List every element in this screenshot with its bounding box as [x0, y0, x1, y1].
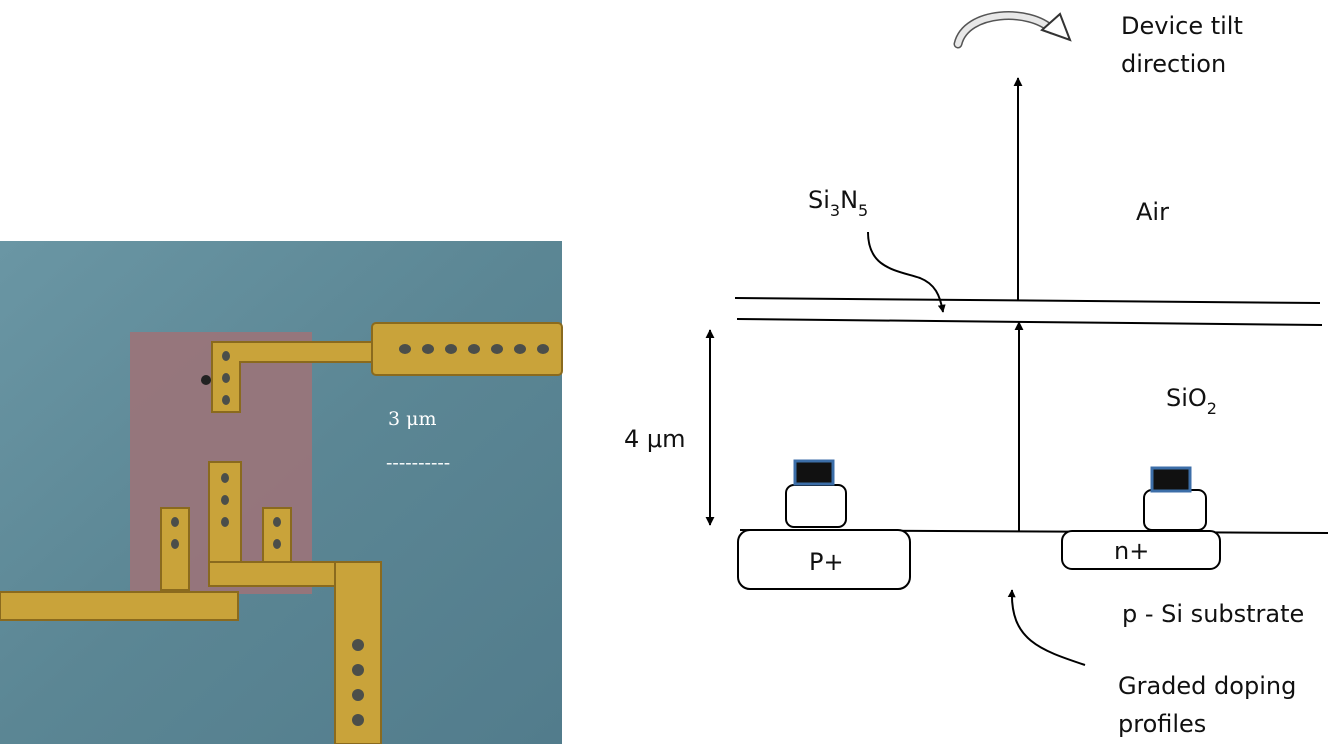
cross-section: [705, 77, 1329, 666]
tilt-label-line2: direction: [1121, 50, 1226, 78]
microscope-photo: 3 μm ----------: [0, 241, 563, 744]
tilt-label-line1: Device tilt: [1121, 12, 1243, 40]
metal-vias: [171, 344, 549, 726]
nitride-top-line: [734, 297, 1321, 304]
metal-traces: [0, 322, 563, 744]
photo-scale-label: 3 μm: [388, 408, 437, 430]
nitride-bottom-line: [736, 318, 1323, 326]
dust-particle: [201, 375, 211, 385]
metal-contact-upper: [211, 341, 373, 413]
photo-scale-bar: ----------: [386, 452, 450, 474]
p-contact-pad: [793, 459, 835, 486]
n-contact-pad: [1150, 466, 1192, 493]
nitride-pointer-arrow: [867, 231, 946, 313]
graded-label-line2: profiles: [1118, 710, 1206, 738]
p-plus-label: P+: [809, 548, 844, 576]
oxide-label: SiO2: [1166, 384, 1217, 418]
n-plus-region: [1061, 530, 1221, 570]
n-contact-block: [1143, 489, 1207, 531]
n-plus-label: n+: [1114, 537, 1149, 565]
graded-doping-pointer-arrow: [1007, 589, 1086, 666]
p-plus-region: [737, 529, 911, 590]
p-contact-block: [785, 484, 847, 528]
substrate-label: p - Si substrate: [1122, 600, 1304, 628]
nitride-label: Si3N5: [808, 186, 868, 220]
metal-bus-bottom: [334, 561, 382, 744]
tilt-rotation-icon: [953, 11, 1072, 49]
thickness-label: 4 μm: [624, 425, 686, 453]
air-label: Air: [1136, 198, 1169, 226]
graded-label-line1: Graded doping: [1118, 672, 1296, 700]
metal-bus-left: [0, 591, 239, 621]
